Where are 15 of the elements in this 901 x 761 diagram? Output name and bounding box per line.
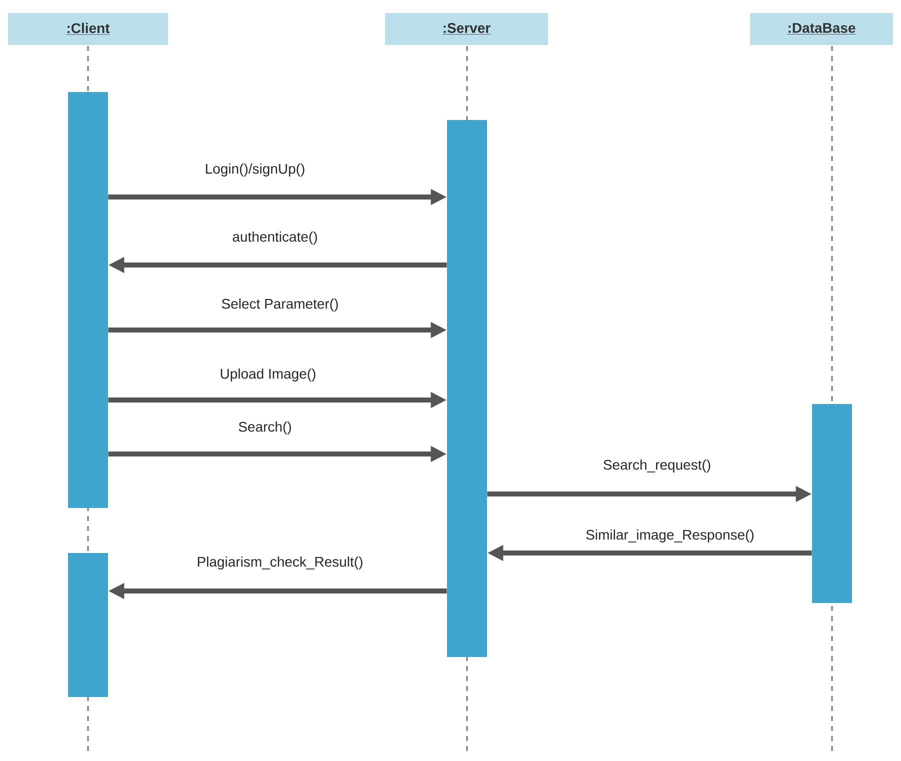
activation-bar xyxy=(68,92,108,508)
message-label: Similar_image_Response() xyxy=(584,528,756,544)
message-label: Upload Image() xyxy=(218,367,318,383)
message-label: Search() xyxy=(237,420,293,436)
message-label: authenticate() xyxy=(231,230,319,246)
lifeline-header: :DataBase xyxy=(750,13,893,45)
message-label: Search_request() xyxy=(602,458,712,474)
activation-bar xyxy=(68,553,108,697)
message-label: Select Parameter() xyxy=(220,297,340,313)
lifeline-header: :Client xyxy=(8,13,168,45)
activation-bar xyxy=(447,120,487,657)
message-label: Plagiarism_check_Result() xyxy=(196,555,364,571)
lifeline-header: :Server xyxy=(385,13,548,45)
message-label: Login()/signUp() xyxy=(204,162,306,178)
activation-bar xyxy=(812,404,852,603)
